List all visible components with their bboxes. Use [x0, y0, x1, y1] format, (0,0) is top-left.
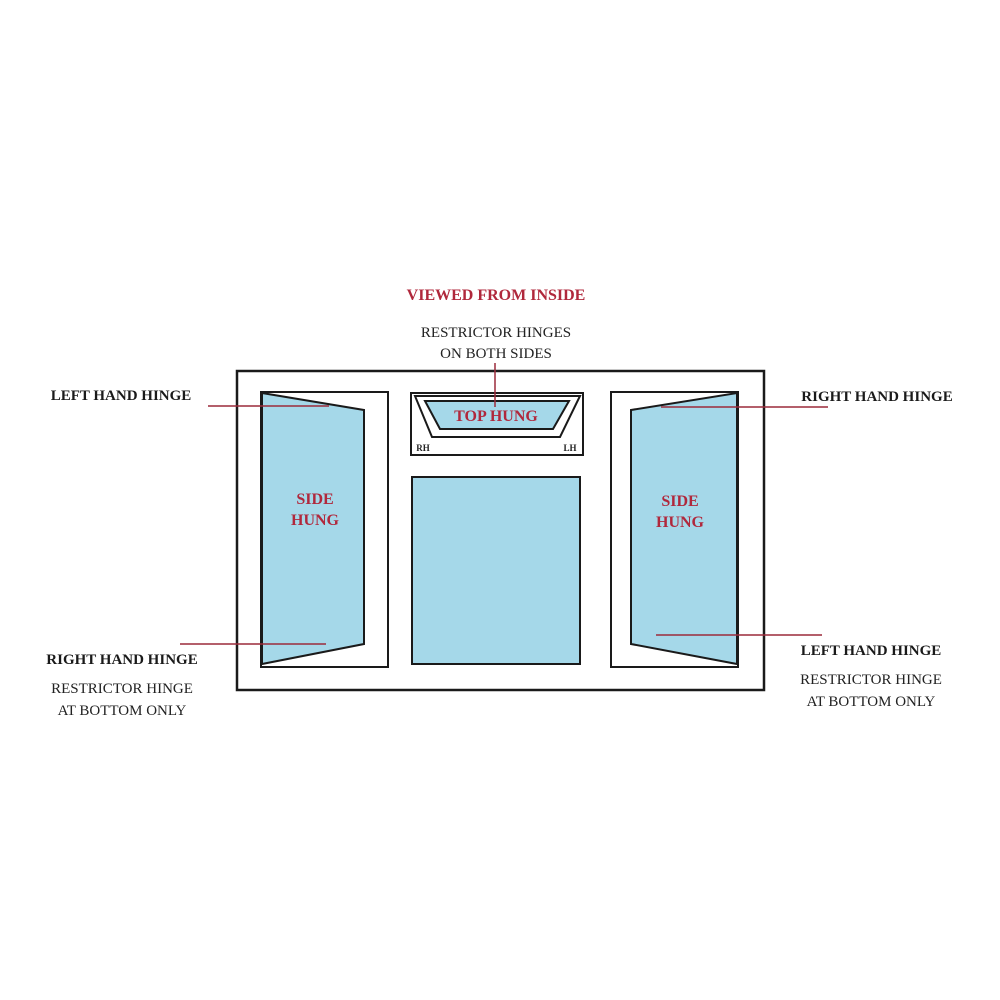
right-restrictor-note-line1: RESTRICTOR HINGE: [800, 672, 942, 688]
left-restrictor-note-line2: AT BOTTOM ONLY: [58, 703, 187, 719]
right-side-hung-glass: [630, 391, 738, 666]
left-side-hung-line2: HUNG: [291, 512, 340, 529]
right-hand-hinge-label-left: RIGHT HAND HINGE: [46, 652, 197, 668]
right-restrictor-note-line2: AT BOTTOM ONLY: [807, 694, 936, 710]
top-hung-glass: [423, 400, 571, 430]
viewed-from-inside-title: VIEWED FROM INSIDE: [407, 287, 586, 304]
top-sash-rh-label: RH: [416, 443, 430, 453]
top-hung-label: TOP HUNG: [454, 408, 538, 425]
left-side-hung-glass: [261, 391, 365, 666]
restrictor-both-line1: RESTRICTOR HINGES: [421, 325, 571, 341]
right-side-hung-line1: SIDE: [661, 493, 698, 510]
top-sash-lh-label: LH: [563, 443, 576, 453]
center-fixed-glass: [411, 476, 581, 665]
right-side-hung-line2: HUNG: [656, 514, 705, 531]
left-side-hung-line1: SIDE: [296, 491, 333, 508]
restrictor-both-line2: ON BOTH SIDES: [440, 346, 552, 362]
right-hand-hinge-label: RIGHT HAND HINGE: [801, 389, 952, 405]
left-restrictor-note-line1: RESTRICTOR HINGE: [51, 681, 193, 697]
left-hand-hinge-label: LEFT HAND HINGE: [51, 388, 192, 404]
left-hand-hinge-label-right: LEFT HAND HINGE: [801, 643, 942, 659]
